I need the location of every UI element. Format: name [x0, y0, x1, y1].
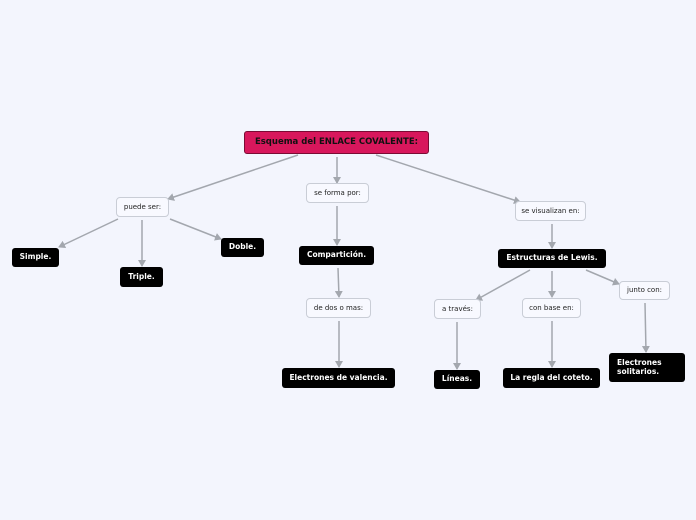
relation-se-forma-por[interactable]: se forma por: [306, 183, 369, 203]
node-comparticion[interactable]: Compartición. [299, 246, 374, 265]
relation-se-visualizan-en[interactable]: se visualizan en: [515, 201, 586, 221]
root-node[interactable]: Esquema del ENLACE COVALENTE: [244, 131, 429, 154]
connector-comparticion-de-dos [334, 267, 343, 298]
connector-root-se-visualizan [375, 154, 521, 204]
connector-lewis-junto-con [585, 269, 620, 286]
relation-junto-con[interactable]: junto con: [619, 281, 670, 300]
relation-de-dos-o-mas[interactable]: de dos o mas: [306, 298, 371, 318]
relation-puede-ser[interactable]: puede ser: [116, 197, 169, 217]
node-doble[interactable]: Doble. [221, 238, 264, 257]
node-lineas[interactable]: Líneas. [434, 370, 480, 389]
connector-lewis-a-traves [475, 269, 531, 301]
node-electrones-de-valencia[interactable]: Electrones de valencia. [282, 368, 395, 388]
connector-puede-ser-simple [58, 218, 119, 249]
connector-puede-ser-doble [169, 218, 222, 241]
relation-con-base-en[interactable]: con base en: [522, 298, 581, 318]
node-simple[interactable]: Simple. [12, 248, 59, 267]
node-electrones-solitarios[interactable]: Electrones solitarios. [609, 353, 685, 382]
node-triple[interactable]: Triple. [120, 267, 163, 287]
connector-root-puede-ser [167, 154, 299, 201]
relation-a-traves[interactable]: a través: [434, 299, 481, 319]
node-la-regla-del-coteto[interactable]: La regla del coteto. [503, 368, 600, 388]
node-estructuras-de-lewis[interactable]: Estructuras de Lewis. [498, 249, 606, 268]
connector-junto-con-solitarios [641, 302, 650, 353]
